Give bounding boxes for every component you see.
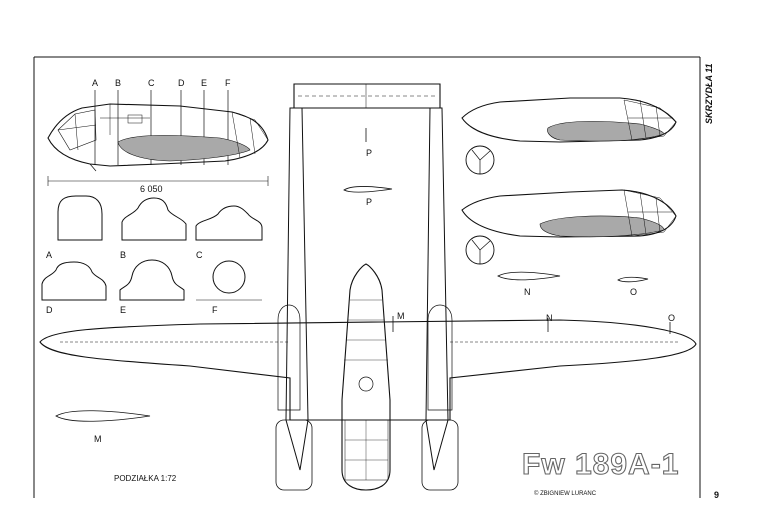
plan-view-wing <box>39 319 697 421</box>
cross-section-d <box>41 261 107 301</box>
view-label-n-profile: N <box>524 287 531 297</box>
view-label-p: P <box>366 148 372 158</box>
section-markers <box>365 128 671 334</box>
station-label: C <box>148 78 155 88</box>
plan-view-pod-details <box>344 299 388 361</box>
view-label-m: M <box>397 311 405 321</box>
cross-section-a <box>57 195 103 241</box>
drawing-title: Fw 189A-1 <box>521 447 680 481</box>
side-view-lower-right <box>461 189 677 238</box>
station-label: E <box>201 78 207 88</box>
propeller-front-upper <box>465 145 495 175</box>
tailplane-profile <box>343 186 393 193</box>
station-label: B <box>115 78 121 88</box>
series-label: SKRZYDŁA 11 <box>704 63 714 124</box>
station-label-row: A B C D E F <box>92 78 231 88</box>
view-label-m-profile: M <box>94 434 102 444</box>
station-label: F <box>225 78 231 88</box>
cross-section-label: A <box>46 250 52 260</box>
dimension-line <box>47 176 269 186</box>
view-label-p-profile: P <box>366 197 372 207</box>
cross-section-label: D <box>46 305 53 315</box>
credit-label: © ZBIGNIEW LURANC <box>534 491 597 497</box>
scale-label: PODZIAŁKA 1:72 <box>114 474 177 483</box>
wing-profile-o <box>617 276 649 283</box>
dimension-label: 6 050 <box>140 184 163 194</box>
plan-view-boom-left <box>275 107 313 491</box>
station-label: D <box>178 78 185 88</box>
station-label: A <box>92 78 98 88</box>
page-frame <box>33 56 701 498</box>
cross-section-label: F <box>212 305 218 315</box>
section-labels: A B C D E F <box>46 250 218 315</box>
plan-view-tailplane <box>293 83 441 109</box>
view-label-o: O <box>668 313 675 323</box>
propeller-front-lower <box>465 235 495 265</box>
page-number: 9 <box>714 490 720 500</box>
view-label-o-profile: O <box>630 287 637 297</box>
view-labels: P P M M N O N O 6 050 <box>94 148 675 444</box>
cross-section-label: E <box>120 305 126 315</box>
wing-profile-n <box>497 271 561 281</box>
cross-section-c <box>195 205 263 241</box>
view-label-n: N <box>546 313 553 323</box>
cross-section-label: B <box>120 250 126 260</box>
wing-profile-m <box>55 410 151 422</box>
cross-section-e <box>119 259 185 301</box>
plan-view-nacelle <box>341 263 391 491</box>
side-view-upper-right <box>461 97 677 143</box>
cross-section-b <box>121 197 187 241</box>
cross-section-label: C <box>196 250 203 260</box>
side-view-fuselage <box>47 103 269 172</box>
cross-section-f <box>196 260 262 301</box>
plan-view-boom-right <box>421 107 459 491</box>
